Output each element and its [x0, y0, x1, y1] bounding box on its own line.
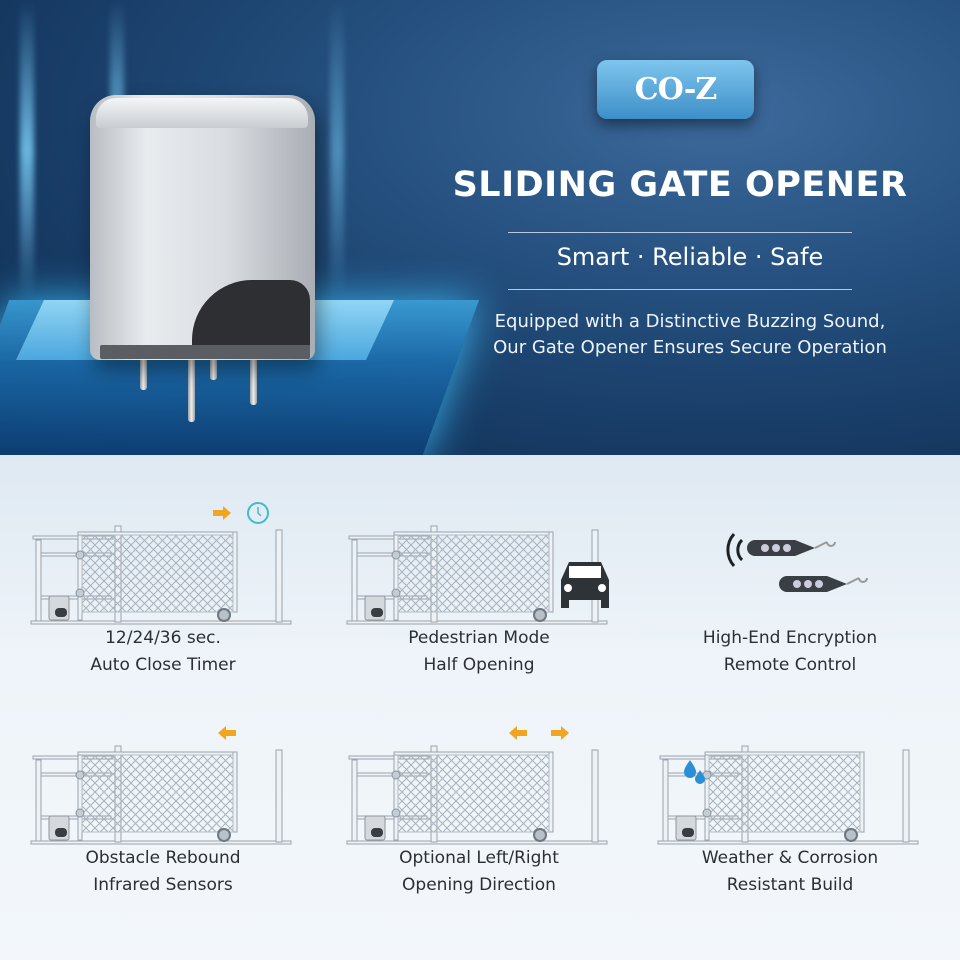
anchor-bolt	[250, 350, 257, 405]
feature-label: Pedestrian Mode	[408, 628, 550, 648]
gate-frame	[657, 745, 919, 845]
gate-frame	[346, 525, 608, 625]
arrow-left-icon	[509, 726, 527, 740]
feature-obstacle-rebound: Obstacle Rebound Infrared Sensors	[3, 720, 323, 899]
feature-encryption-remote: High-End Encryption Remote Control	[630, 500, 950, 679]
anchor-bolt	[188, 350, 195, 422]
device-base	[100, 345, 310, 359]
gate-frame	[30, 525, 292, 625]
divider	[508, 289, 852, 290]
logo-text: CO-Z	[634, 72, 717, 107]
gate-diagram	[30, 502, 292, 625]
hero-banner: CO-Z SLIDING GATE OPENER Smart · Reliabl…	[0, 0, 960, 455]
feature-pedestrian-mode: Pedestrian Mode Half Opening	[319, 500, 639, 679]
description-line-1: Equipped with a Distinctive Buzzing Soun…	[494, 311, 886, 332]
anchor-bolt	[210, 350, 217, 380]
light-beam	[20, 0, 34, 300]
car-icon	[561, 562, 609, 608]
description-line-2: Our Gate Opener Ensures Secure Operation	[493, 337, 887, 358]
remote-icon	[747, 540, 836, 556]
anchor-bolt	[140, 350, 147, 390]
gate-diagram	[346, 726, 608, 845]
feature-label: Infrared Sensors	[93, 875, 233, 895]
divider	[508, 232, 852, 233]
feature-label: Remote Control	[723, 655, 857, 675]
arrow-right-icon	[551, 726, 569, 740]
brand-logo: CO-Z	[597, 60, 754, 119]
feature-auto-close-timer: 12/24/36 sec. Auto Close Timer	[3, 500, 323, 679]
feature-label: Weather & Corrosion	[701, 848, 879, 868]
feature-weather-resistant: Weather & Corrosion Resistant Build	[630, 720, 950, 899]
arrow-left-icon	[218, 726, 236, 740]
feature-label: Opening Direction	[402, 875, 556, 895]
signal-waves-icon	[726, 533, 744, 567]
gate-diagram	[657, 745, 919, 845]
page-title: SLIDING GATE OPENER	[452, 165, 908, 205]
feature-label: Auto Close Timer	[90, 655, 236, 675]
water-drop-icon	[695, 770, 705, 784]
clock-icon	[247, 502, 269, 524]
feature-label: Optional Left/Right	[399, 848, 559, 868]
features-panel: 12/24/36 sec. Auto Close Timer Pedestria…	[0, 455, 960, 960]
gate-frame	[346, 745, 608, 845]
water-drop-icon	[684, 760, 696, 778]
feature-opening-direction: Optional Left/Right Opening Direction	[319, 720, 639, 899]
tagline: Smart · Reliable · Safe	[556, 243, 824, 271]
arrow-right-icon	[213, 506, 231, 520]
remote-icon	[779, 576, 868, 592]
light-beam	[330, 0, 344, 300]
feature-label: High-End Encryption	[702, 628, 878, 648]
feature-label: Half Opening	[423, 655, 535, 675]
device-lid	[96, 98, 308, 128]
gate-frame	[30, 745, 292, 845]
gate-diagram	[30, 726, 292, 845]
feature-label: 12/24/36 sec.	[105, 628, 221, 648]
remote-illustration	[726, 533, 868, 592]
gate-diagram	[346, 525, 609, 625]
feature-label: Obstacle Rebound	[85, 848, 241, 868]
feature-label: Resistant Build	[726, 875, 854, 895]
